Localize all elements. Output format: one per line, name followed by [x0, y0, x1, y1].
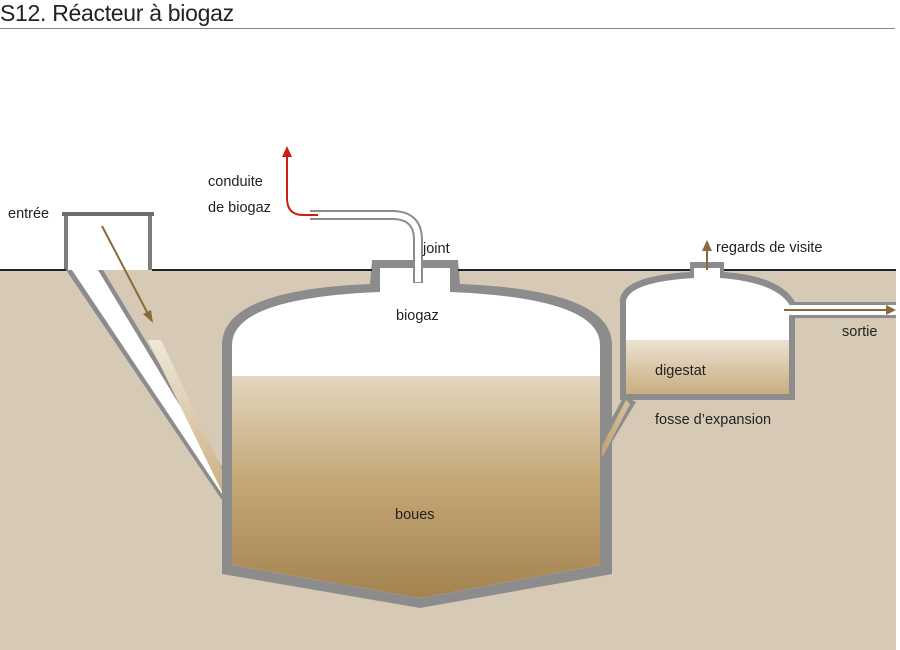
gas-pipe-inner	[310, 212, 421, 282]
gas-pipe-label-line1: conduite	[208, 174, 263, 190]
digestate-label: digestat	[655, 363, 706, 379]
joint-label: joint	[422, 241, 450, 257]
inlet-box	[62, 212, 154, 270]
outlet-pipe	[784, 302, 896, 318]
inlet-pipe	[66, 270, 237, 512]
page-title: S12. Réacteur à biogaz	[0, 0, 234, 26]
expansion-pipe	[600, 396, 636, 462]
outlet-label: sortie	[842, 324, 877, 340]
inlet-label: entrée	[8, 206, 49, 222]
inlet-flow-arrow	[101, 225, 153, 323]
gas-pipe-label-line2: de biogaz	[208, 200, 271, 216]
gas-arrowhead	[282, 146, 292, 157]
digestate	[626, 340, 789, 394]
expansion-pipe-fill	[602, 400, 630, 458]
sludge-label: boues	[395, 507, 435, 523]
gas-arrow	[286, 156, 318, 216]
manhole-label: regards de visite	[716, 240, 822, 256]
manhole-arrow	[702, 240, 712, 270]
expansion-chamber-label: fosse d’expansion	[655, 412, 771, 428]
sludge	[232, 376, 600, 598]
biogas-label: biogaz	[396, 308, 439, 324]
title-divider	[0, 28, 895, 29]
